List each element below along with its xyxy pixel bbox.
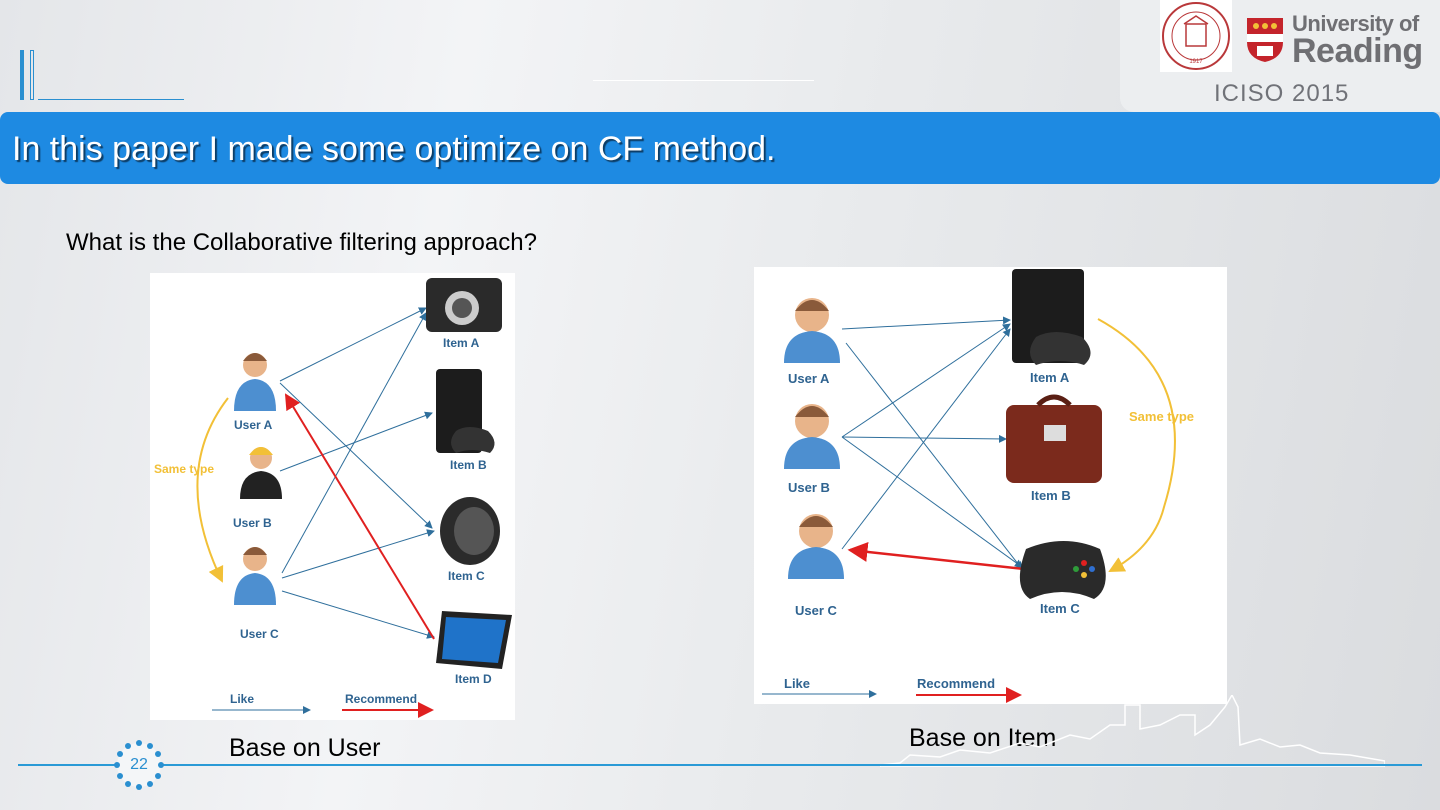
university-shield-icon: [1245, 16, 1285, 64]
page-number: 22: [114, 756, 164, 774]
user-based-caption: Base on User: [229, 734, 380, 763]
conference-label: ICISO 2015: [1214, 80, 1349, 108]
user-a-label: User A: [234, 418, 273, 432]
city-skyline-icon: [880, 695, 1385, 767]
header-decoration-outline: [30, 50, 34, 100]
legend-like-label: Like: [230, 692, 254, 706]
user-b-label: User B: [788, 480, 830, 495]
user-c-icon: [234, 547, 276, 605]
tablet-icon: [436, 611, 512, 669]
legend-recommend-label: Recommend: [345, 692, 417, 706]
university-seal-icon: 1917: [1160, 0, 1232, 72]
header-decoration-bar: [20, 50, 24, 100]
user-a-icon: [234, 353, 276, 411]
footer-line: [18, 764, 1422, 766]
user-c-label: User C: [240, 627, 279, 641]
item-a-label: Item A: [1030, 370, 1070, 385]
same-type-label: Same type: [1129, 409, 1194, 424]
item-b-label: Item B: [450, 458, 487, 472]
same-type-arc: [1098, 319, 1175, 571]
user-a-label: User A: [788, 371, 830, 386]
smartwatch-icon: [440, 497, 500, 565]
item-c-label: Item C: [1040, 601, 1080, 616]
svg-text:1917: 1917: [1189, 59, 1203, 65]
like-arrows: [842, 320, 1022, 569]
user-b-icon: [784, 404, 840, 469]
user-b-icon: [240, 447, 282, 499]
user-c-icon: [788, 514, 844, 579]
university-name-line2: Reading: [1292, 32, 1423, 71]
top-divider: [593, 80, 814, 81]
game-console-icon: [436, 369, 495, 453]
legend-like-label: Like: [784, 676, 810, 691]
item-based-diagram: User A User B User C Item A Item B Item …: [754, 267, 1227, 704]
user-based-diagram: User A User B User C Item A Item B Item …: [150, 273, 515, 720]
same-type-label: Same type: [154, 462, 214, 476]
briefcase-icon: [1006, 397, 1102, 483]
game-console-icon: [1012, 269, 1091, 365]
camera-icon: [426, 278, 502, 332]
item-d-label: Item D: [455, 672, 492, 686]
legend-recommend-label: Recommend: [917, 676, 995, 691]
like-arrows: [280, 308, 434, 637]
item-a-label: Item A: [443, 336, 480, 350]
same-type-arc: [197, 398, 228, 581]
user-c-label: User C: [795, 603, 838, 618]
user-b-label: User B: [233, 516, 272, 530]
item-c-label: Item C: [448, 569, 485, 583]
recommend-arrow: [850, 550, 1024, 569]
header-decoration-line: [38, 99, 184, 100]
slide-title: In this paper I made some optimize on CF…: [12, 130, 775, 169]
gamepad-icon: [1020, 541, 1106, 599]
item-b-label: Item B: [1031, 488, 1071, 503]
user-a-icon: [784, 298, 840, 363]
question-text: What is the Collaborative filtering appr…: [66, 229, 537, 257]
